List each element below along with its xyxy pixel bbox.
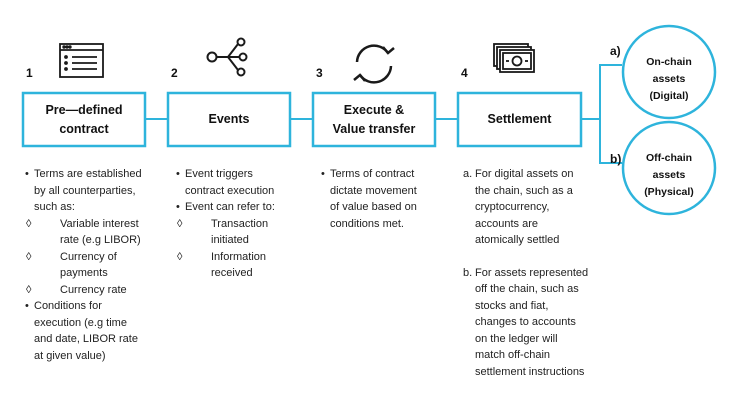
step-box-events: [166, 91, 292, 148]
outcome-label-onchain: On-chain assets (Digital): [646, 56, 692, 102]
step-number-1: 1: [26, 66, 33, 80]
step-label-settlement: Settlement: [487, 112, 552, 126]
step-box-contract: [21, 91, 147, 148]
description-execute: Terms of contract dictate movement of va…: [321, 166, 451, 232]
step-number-2: 2: [171, 66, 178, 80]
description-contract: Terms are established by all counterpart…: [25, 166, 165, 364]
document-list-icon: [59, 43, 104, 78]
step-number-4: 4: [461, 66, 468, 80]
step-label-events: Events: [208, 112, 250, 126]
cycle-arrows-icon: [353, 44, 395, 84]
connector-to-offchain: [599, 119, 622, 164]
description-settlement: a.For digital assets on the chain, such …: [463, 168, 589, 378]
step-number-3: 3: [316, 66, 323, 80]
network-nodes-icon: [206, 37, 248, 77]
connector-to-onchain: [581, 64, 622, 120]
step-label-execute: Execute &Value transfer: [332, 102, 416, 136]
step-box-settlement: [456, 91, 583, 148]
branch-letter-b: b): [610, 152, 622, 166]
branch-letter-a: a): [610, 44, 621, 58]
outcome-circle-offchain: [621, 120, 717, 216]
outcome-label-offchain: Off-chain assets (Physical): [644, 152, 694, 198]
step-box-execute: [311, 91, 437, 148]
outcome-circle-onchain: [621, 24, 717, 120]
description-events: Event triggers contract execution Event …: [176, 166, 306, 282]
cash-stack-icon: [493, 43, 535, 73]
